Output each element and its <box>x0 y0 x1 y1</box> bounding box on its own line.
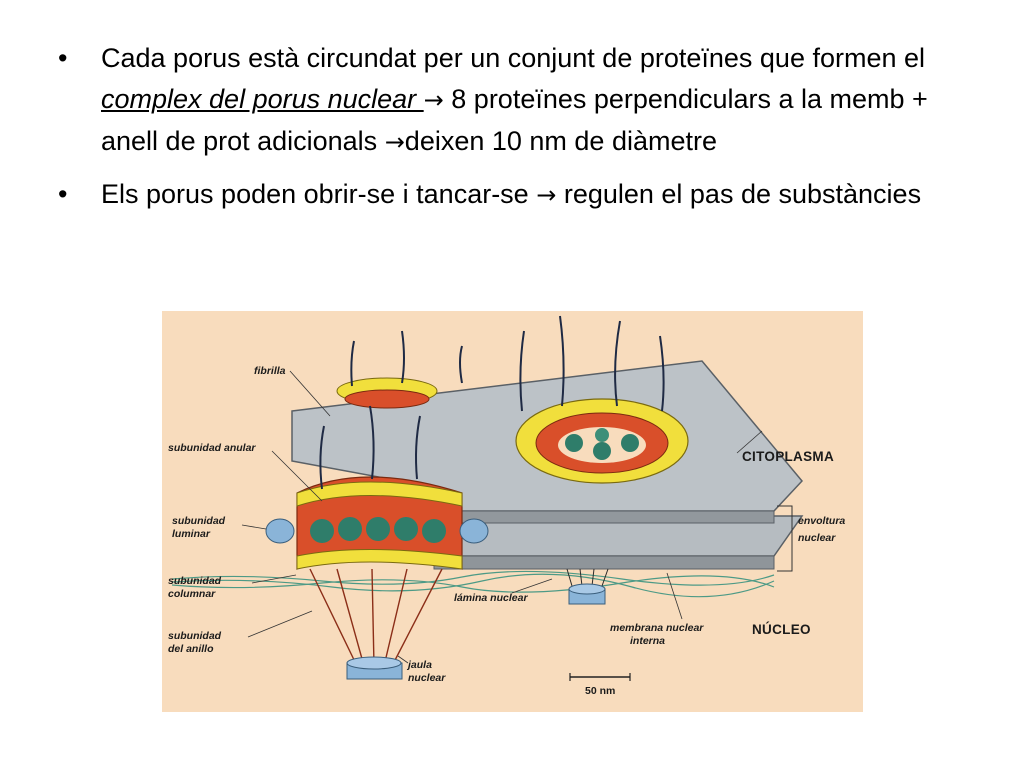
bullet-text: 8 proteïnes perpendiculars a la memb + a… <box>101 84 928 156</box>
nuclear-lamina <box>171 570 775 598</box>
arrow-icon: → <box>423 86 444 114</box>
label-jaula-1: jaula <box>406 659 432 671</box>
nuclear-basket-small <box>566 568 609 605</box>
nuclear-pore-figure: fibrilla subunidad anular subunidad lumi… <box>162 311 863 712</box>
label-subunidad-anillo-2: del anillo <box>168 643 214 655</box>
label-subunidad-anular: subunidad anular <box>168 442 256 454</box>
bullet-dot: • <box>58 43 68 73</box>
bullet-text: Cada porus està circundat per un conjunt… <box>101 43 926 73</box>
bullet-list: • Cada porus està circundat per un conju… <box>58 38 978 227</box>
label-jaula-2: nuclear <box>408 672 446 684</box>
scale-bar <box>569 673 631 681</box>
label-membrana-2: interna <box>630 635 665 647</box>
bullet-text: Els porus poden obrir-se i tancar-se <box>101 179 537 209</box>
label-lamina-nuclear: lámina nuclear <box>454 592 528 604</box>
arrow-icon: → <box>536 181 557 209</box>
label-citoplasma: CITOPLASMA <box>742 449 834 464</box>
bullet-item-pore-complex: • Cada porus està circundat per un conju… <box>58 38 978 163</box>
label-scale: 50 nm <box>585 685 615 697</box>
label-nucleo: NÚCLEO <box>752 622 811 637</box>
underlined-term: complex del porus nuclear <box>101 84 424 114</box>
leader-lines <box>241 370 763 664</box>
cytoplasmic-fibrils <box>319 315 665 490</box>
nuclear-basket <box>309 568 443 680</box>
label-envoltura-1: envoltura <box>798 515 845 527</box>
label-fibrilla: fibrilla <box>254 365 286 377</box>
pore-ring-top-view <box>515 398 689 484</box>
bullet-text: regulen el pas de substàncies <box>556 179 922 209</box>
label-membrana-1: membrana nuclear <box>610 622 704 634</box>
bullet-dot: • <box>58 179 68 209</box>
pore-ring-back <box>336 377 438 409</box>
arrow-icon: → <box>384 128 405 156</box>
inner-membrane <box>432 515 804 570</box>
label-envoltura-2: nuclear <box>798 532 836 544</box>
label-subunidad-luminar-2: luminar <box>172 528 211 540</box>
bullet-text: deixen 10 nm de diàmetre <box>404 126 717 156</box>
label-subunidad-columnar-1: subunidad <box>168 575 222 587</box>
pore-complex-cutaway <box>265 476 489 570</box>
label-subunidad-anillo-1: subunidad <box>168 630 222 642</box>
bullet-item-pore-regulation: • Els porus poden obrir-se i tancar-se →… <box>58 174 978 216</box>
envelope-bracket <box>777 505 793 572</box>
label-subunidad-luminar-1: subunidad <box>172 515 226 527</box>
label-subunidad-columnar-2: columnar <box>168 588 216 600</box>
